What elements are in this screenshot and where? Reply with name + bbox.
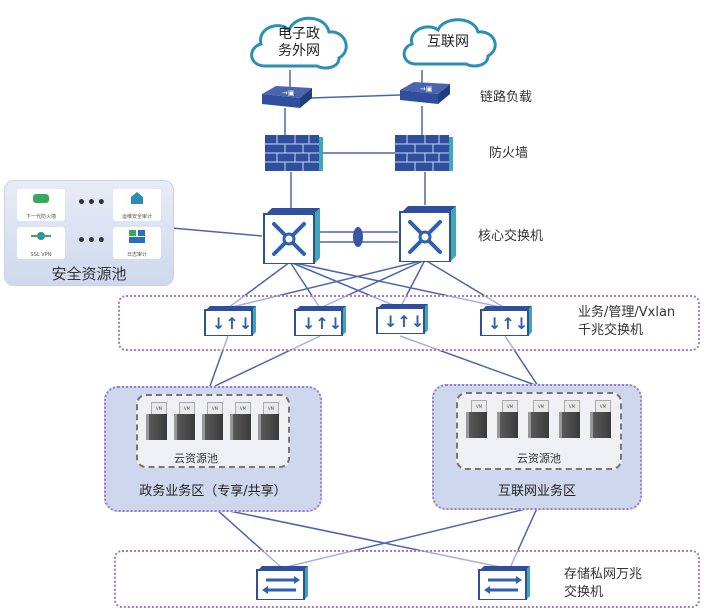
pool-label: 云资源池: [517, 452, 561, 465]
svg-text:↓↑↓: ↓↑↓: [384, 312, 424, 331]
cloud-internet: 互联网: [398, 14, 502, 70]
core-switch-icon: [399, 206, 456, 263]
server-icon: [258, 414, 279, 440]
link-aggregation-marker: [353, 227, 363, 247]
layer-label-core-switch: 核心交换机: [478, 229, 544, 244]
server-icon: [497, 412, 518, 438]
core-switch-2[interactable]: [398, 206, 456, 266]
access-switch-1[interactable]: ↓↑↓: [204, 306, 256, 340]
load-balancer-icon: →▣: [262, 86, 312, 108]
vm-server[interactable]: VM: [528, 400, 550, 440]
vm-server[interactable]: VM: [230, 402, 252, 442]
vm-server[interactable]: VM: [146, 402, 168, 442]
link-lb1-lb2: [309, 94, 401, 99]
security-item-label: SSL VPN: [30, 252, 52, 258]
pool-label: 云资源池: [174, 452, 218, 465]
firewall-icon: [395, 135, 453, 171]
cloud-label: 互联网: [427, 34, 469, 50]
load-balancer-icon: →▣: [400, 82, 450, 104]
security-item-label: 下一代防火墙: [25, 214, 56, 220]
security-item-label: 日志审计: [126, 252, 147, 258]
storage-switch-1[interactable]: [256, 566, 308, 604]
firewall-2[interactable]: [395, 135, 453, 175]
cloud-icon: [250, 16, 348, 70]
security-item-ngfw[interactable]: 下一代防火墙: [17, 189, 65, 221]
cloud-label-line1: 电子政: [278, 26, 320, 42]
vm-server[interactable]: VM: [590, 400, 612, 440]
vm-label: VM: [263, 402, 279, 415]
server-icon: [559, 412, 580, 438]
ellipsis-icon: •••: [77, 195, 107, 211]
cloud-icon: [402, 18, 497, 68]
storage-switch-icon: [478, 566, 530, 601]
access-switch-2[interactable]: ↓↑↓: [294, 306, 346, 340]
vm-server[interactable]: VM: [559, 400, 581, 440]
core-switch-icon: [263, 208, 320, 265]
vm-label: VM: [151, 402, 167, 415]
server-icon: [174, 414, 195, 440]
security-pool-title: 安全资源池: [51, 265, 127, 283]
security-item-audit[interactable]: 运维安全审计: [113, 189, 161, 221]
core-switch-1[interactable]: [262, 208, 320, 268]
storage-switch-label-line2: 交换机: [564, 585, 604, 600]
server-icon: [466, 412, 487, 438]
vm-label: VM: [533, 400, 549, 413]
log-audit-app-icon: [129, 230, 145, 243]
storage-switch-icon: [256, 566, 308, 601]
layer-label-access-switch: 业务/管理/Vxlan 千兆交换机: [578, 304, 675, 340]
access-switch-label-line2: 千兆交换机: [578, 323, 644, 338]
vm-server[interactable]: VM: [202, 402, 224, 442]
zone-title: 互联网业务区: [497, 484, 576, 499]
ellipsis-icon: •••: [77, 233, 107, 249]
cloud-egov-extranet: 电子政 务外网: [245, 10, 355, 74]
link-load-balancer-1[interactable]: →▣: [260, 84, 314, 114]
server-icon: [528, 412, 549, 438]
server-icon: [146, 414, 167, 440]
server-icon: [202, 414, 223, 440]
vm-server[interactable]: VM: [258, 402, 280, 442]
svg-text:→▣: →▣: [420, 85, 432, 93]
audit-app-icon: [131, 192, 143, 204]
access-switch-icon: ↓↑↓: [294, 306, 346, 337]
access-switch-icon: ↓↑↓: [480, 306, 532, 337]
storage-switch-2[interactable]: [478, 566, 530, 604]
vm-server[interactable]: VM: [174, 402, 196, 442]
server-icon: [590, 412, 611, 438]
firewall-icon: [265, 135, 323, 171]
access-switch-icon: ↓↑↓: [204, 306, 256, 337]
access-switch-4[interactable]: ↓↑↓: [480, 306, 532, 340]
firewall-1[interactable]: [265, 135, 323, 175]
vm-server[interactable]: VM: [497, 400, 519, 440]
storage-switch-band: [114, 550, 700, 608]
svg-text:↓↑↓: ↓↑↓: [302, 314, 342, 333]
layer-label-link-load: 链路负载: [480, 90, 533, 105]
access-switch-label-line1: 业务/管理/Vxlan: [578, 305, 676, 320]
access-switch-3[interactable]: ↓↑↓: [376, 304, 428, 338]
link-secpool-core1: [171, 227, 263, 237]
link-load-balancer-2[interactable]: →▣: [398, 80, 452, 110]
vpn-app-icon: [31, 232, 51, 240]
svg-text:↓↑↓: ↓↑↓: [488, 314, 528, 333]
security-item-label: 运维安全审计: [121, 214, 152, 220]
svg-text:→▣: →▣: [282, 89, 294, 97]
zone-title: 政务业务区（专享/共享）: [139, 484, 287, 499]
cloud-label-line2: 务外网: [278, 43, 320, 59]
firewall-app-icon: [33, 194, 49, 203]
access-switch-icon: ↓↑↓: [376, 304, 428, 335]
security-item-sslvpn[interactable]: SSL VPN: [17, 227, 65, 259]
security-resource-pool: 下一代防火墙 运维安全审计 SSL VPN 日志审计 ••• ••• 安全资源池: [4, 180, 174, 286]
server-icon: [230, 414, 251, 440]
layer-label-firewall: 防火墙: [489, 146, 529, 161]
vm-server[interactable]: VM: [466, 400, 488, 440]
layer-label-storage-switch: 存储私网万兆 交换机: [564, 566, 642, 602]
storage-switch-label-line1: 存储私网万兆: [564, 567, 643, 582]
security-item-log-audit[interactable]: 日志审计: [113, 227, 161, 259]
svg-text:↓↑↓: ↓↑↓: [212, 314, 252, 333]
